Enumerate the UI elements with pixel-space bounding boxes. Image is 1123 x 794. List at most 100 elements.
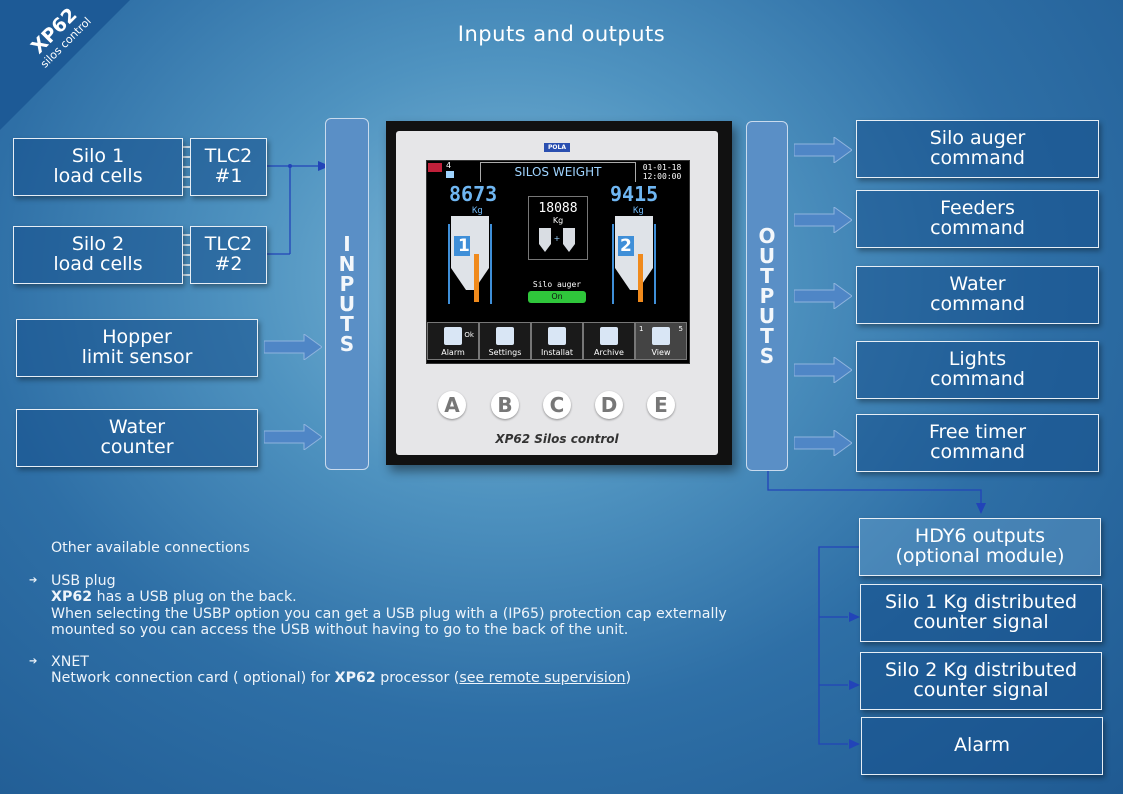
inputs-column: I N P U T S (325, 118, 369, 470)
output-label-line2: command (930, 217, 1025, 239)
usb-plug-note: ➔ USB plug XP62 has a USB plug on the ba… (29, 572, 811, 639)
silo1-unit: Kg (472, 206, 483, 216)
water-counter-arrow-icon (264, 424, 322, 450)
hdy6-item-line1: Silo 2 Kg distributed (884, 659, 1078, 682)
usb-line2: When selecting the USBP option you can g… (51, 605, 727, 622)
xnet-mid: processor ( (375, 670, 460, 686)
tab-installation[interactable]: Installat (531, 322, 583, 360)
hdy6-item-line2: counter signal (913, 611, 1049, 633)
output-lights-box: Lights command (856, 341, 1099, 399)
hdy6-item-line1: Silo 1 Kg distributed (884, 591, 1078, 614)
total-weight-panel: 18088 Kg + (528, 196, 588, 260)
notes-heading: Other available connections (51, 540, 250, 556)
inputs-letter: U (338, 292, 356, 316)
usb-line1: XP62 has a USB plug on the back. (51, 589, 811, 606)
inputs-letter: P (339, 272, 355, 296)
silo1-weight-value: 8673 (449, 182, 498, 206)
archive-icon (600, 327, 618, 345)
screen-title: SILOS WEIGHT (480, 162, 636, 182)
pola-badge: POLA (544, 143, 570, 152)
output-label-line2: command (930, 368, 1025, 390)
view-range-start: 1 (639, 325, 644, 333)
inputs-letter: S (339, 332, 355, 356)
inputs-letter: I (343, 232, 351, 256)
tab-alarm[interactable]: Ok Alarm (427, 322, 479, 360)
xnet-bold: XP62 (334, 670, 376, 686)
remote-supervision-link[interactable]: see remote supervision (459, 670, 626, 686)
hdy6-outputs-box: HDY6 outputs (optional module) (859, 518, 1101, 576)
outputs-letter: U (758, 304, 776, 328)
tab-settings-label: Settings (488, 348, 522, 357)
xnet-note: ➔ XNET Network connection card ( optiona… (29, 653, 811, 687)
view-icon (652, 327, 670, 345)
hdy6-alarm-box: Alarm (861, 717, 1103, 775)
water-counter-line1: Water (108, 416, 166, 439)
tab-archive[interactable]: Archive (583, 322, 635, 360)
inputs-letter: T (340, 312, 354, 336)
output-label-line1: Silo auger (929, 127, 1026, 150)
silo1-label-line1: Silo 1 (71, 145, 125, 168)
alarm-ok-text: Ok (464, 331, 474, 339)
water-counter-box: Water counter (16, 409, 258, 467)
auger-status-badge: On (528, 291, 586, 303)
settings-icon (496, 327, 514, 345)
device-button-a[interactable]: A (438, 391, 466, 419)
view-range-end: 5 (678, 325, 683, 333)
tlc2-2-box: TLC2 #2 (190, 226, 267, 284)
hdy6-silo2-counter-box: Silo 2 Kg distributed counter signal (860, 652, 1102, 710)
xnet-title: XNET (51, 653, 89, 670)
output-label-line2: command (930, 293, 1025, 315)
usb-line1-bold: XP62 (51, 589, 93, 605)
output-free-timer-box: Free timer command (856, 414, 1099, 472)
output-feeders-box: Feeders command (856, 190, 1099, 248)
total-weight-unit: Kg (552, 216, 564, 225)
silo2-label-line2: load cells (53, 253, 143, 275)
silo2-label-line1: Silo 2 (71, 233, 125, 256)
hdy6-item-line2: counter signal (913, 679, 1049, 701)
hdy6-item-line1: Alarm (954, 734, 1010, 757)
output-arrow-icon (794, 357, 852, 383)
outputs-column: O U T P U T S (746, 121, 788, 471)
output-arrow-icon (794, 283, 852, 309)
output-silo-auger-box: Silo auger command (856, 120, 1099, 178)
output-arrow-icon (794, 207, 852, 233)
alarm-count: 4 (446, 161, 452, 170)
output-arrow-icon (794, 430, 852, 456)
tab-settings[interactable]: Settings (479, 322, 531, 360)
speaker-icon (444, 327, 462, 345)
device-button-e[interactable]: E (647, 391, 675, 419)
device-label: XP62 Silos control (495, 432, 619, 446)
tab-view-label: View (651, 348, 671, 357)
silo2-weight-value: 9415 (610, 182, 659, 206)
output-label-line2: command (930, 441, 1025, 463)
tlc1-label-line1: TLC2 (204, 145, 253, 168)
hopper-arrow-icon (264, 334, 322, 360)
xnet-pre: Network connection card ( optional) for (51, 670, 335, 686)
device-button-b[interactable]: B (491, 391, 519, 419)
two-silos-icon: + (539, 228, 575, 252)
hopper-label-line2: limit sensor (81, 346, 193, 368)
tab-view[interactable]: 1 5 View (635, 322, 687, 360)
device-button-c[interactable]: C (543, 391, 571, 419)
outputs-letter: P (759, 284, 775, 308)
xnet-post: ) (625, 670, 632, 686)
hdy6-label-line2: (optional module) (895, 545, 1065, 567)
usb-line3: mounted so you can access the USB withou… (51, 622, 629, 638)
usb-line1-rest: has a USB plug on the back. (92, 589, 297, 605)
output-label-line1: Free timer (928, 421, 1027, 444)
output-arrow-icon (794, 137, 852, 163)
tlc1-label-line2: #1 (214, 165, 243, 187)
tlc2-1-box: TLC2 #1 (190, 138, 267, 196)
usb-plug-title: USB plug (51, 572, 116, 589)
screen-tabbar: Ok Alarm Settings Installat Archive 1 5 … (427, 322, 687, 360)
tab-alarm-label: Alarm (441, 348, 465, 357)
water-counter-line2: counter (100, 436, 174, 458)
total-weight-value: 18088 (538, 201, 578, 216)
device-button-d[interactable]: D (595, 391, 623, 419)
bullet-arrow-icon: ➔ (29, 655, 38, 667)
calendar-icon (446, 171, 454, 178)
tab-archive-label: Archive (594, 348, 624, 357)
outputs-letter: U (758, 244, 776, 268)
hopper-limit-sensor-box: Hopper limit sensor (16, 319, 258, 377)
hdy6-silo1-counter-box: Silo 1 Kg distributed counter signal (860, 584, 1102, 642)
